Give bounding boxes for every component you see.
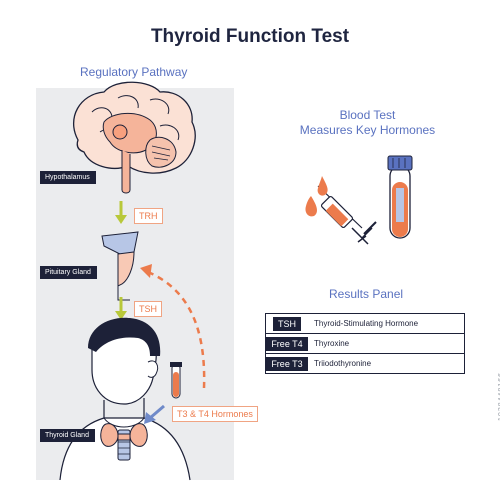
thyroid-gland-label: Thyroid Gland — [40, 429, 95, 442]
results-table: TSH Thyroid-Stimulating Hormone Free T4 … — [265, 313, 465, 374]
small-test-tube-icon — [170, 362, 182, 399]
feedback-arrow-icon — [140, 264, 206, 389]
hormone-name: Thyroxine — [308, 333, 465, 354]
up-arrow-icon — [144, 404, 165, 424]
thyroid-gland-icon — [100, 423, 148, 461]
pituitary-gland-icon — [101, 231, 139, 301]
hypothalamus-label: Hypothalamus — [40, 171, 96, 184]
hormone-name: Thyroid-Stimulating Hormone — [308, 313, 465, 334]
trh-hormone-tag: TRH — [134, 208, 163, 224]
blood-test-title: Blood Test — [339, 108, 396, 122]
table-row: Free T3 Triiodothyronine — [265, 353, 465, 374]
hormone-name: Triiodothyronine — [308, 353, 465, 374]
hormone-code: Free T3 — [266, 356, 308, 371]
table-row: TSH Thyroid-Stimulating Hormone — [265, 313, 465, 334]
test-tube-icon — [387, 155, 413, 239]
tsh-hormone-tag: TSH — [134, 301, 162, 317]
brain-icon — [73, 81, 196, 194]
hormone-code: Free T4 — [266, 336, 308, 351]
page-title: Thyroid Function Test — [150, 26, 350, 47]
results-panel-heading: Results Panel — [329, 287, 404, 301]
hormone-code: TSH — [273, 316, 301, 331]
pituitary-gland-label: Pituitary Gland — [40, 266, 97, 279]
table-row: Free T4 Thyroxine — [265, 333, 465, 354]
blood-test-heading: Blood Test Measures Key Hormones — [280, 108, 455, 138]
syringe-icon — [317, 185, 377, 245]
blood-drop-icon — [305, 176, 328, 217]
regulatory-pathway-heading: Regulatory Pathway — [80, 65, 188, 79]
down-arrow-icon — [115, 201, 127, 224]
blood-test-subtitle: Measures Key Hormones — [299, 123, 436, 137]
t3-t4-hormone-tag: T3 & T4 Hormones — [172, 406, 258, 422]
down-arrow-icon — [115, 297, 127, 320]
